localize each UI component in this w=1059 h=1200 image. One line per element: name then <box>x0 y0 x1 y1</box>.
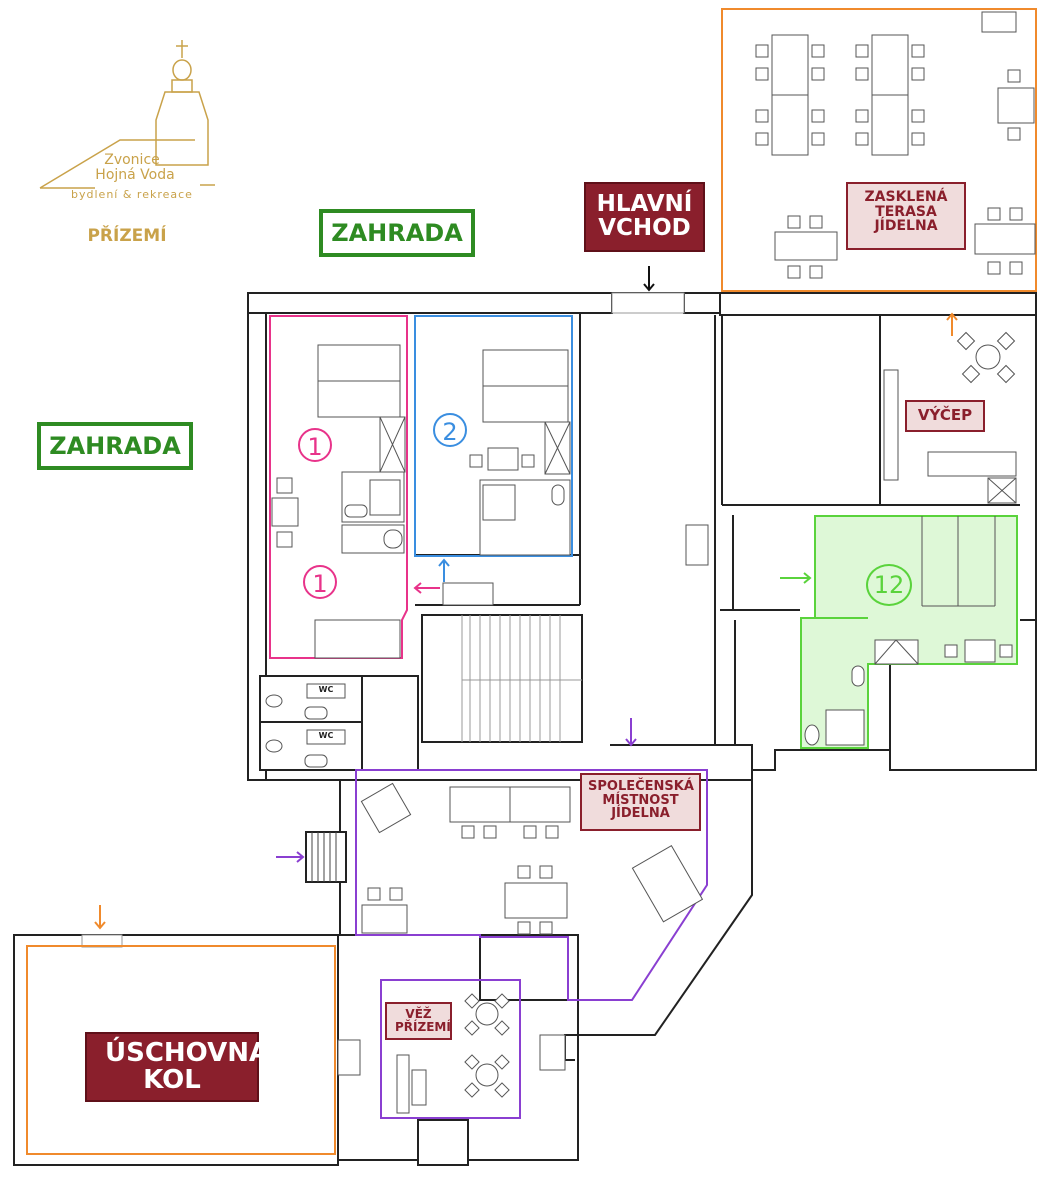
room1-outline <box>269 315 408 659</box>
room1-number-top: 1 <box>298 428 332 462</box>
room2-outline <box>414 315 573 557</box>
wall-top-segment <box>247 292 613 314</box>
garden-label-left: ZAHRADA <box>37 422 193 470</box>
room12-number: 12 <box>866 564 912 606</box>
room1-number-bottom: 1 <box>303 565 337 599</box>
room2-number: 2 <box>433 413 467 447</box>
common-room-outline <box>355 769 708 1001</box>
garden-label-top: ZAHRADA <box>319 209 475 257</box>
bike-storage-label: ÚSCHOVNA KOL <box>85 1032 269 1102</box>
floor-label: PŘÍZEMÍ <box>87 226 167 246</box>
tower-label: VĚŽ PŘÍZEMÍ <box>385 1002 452 1040</box>
wc-label-1: WC <box>318 685 334 694</box>
main-entrance-label: HLAVNÍ VCHOD <box>584 182 705 252</box>
tower-outline <box>380 979 521 1119</box>
common-room-label: SPOLEČENSKÁ MÍSTNOST JÍDELNA <box>580 773 701 831</box>
entrance-arrows <box>94 266 958 930</box>
bike-storage-outline <box>26 945 336 1155</box>
logo-name-line1: Zvonice <box>104 152 160 168</box>
wc-label-2: WC <box>318 731 334 740</box>
wall-right-block <box>719 292 1037 316</box>
terrace-outline <box>721 8 1037 292</box>
terrace-label: ZASKLENÁ TERASA JÍDELNA <box>846 182 966 250</box>
bar-label: VÝČEP <box>905 400 985 432</box>
logo-mark <box>39 40 215 189</box>
logo-tagline: bydlení & rekreace <box>71 188 193 201</box>
staircase <box>421 614 583 743</box>
side-steps <box>305 831 347 883</box>
logo-name-line2: Hojná Voda <box>95 167 175 183</box>
